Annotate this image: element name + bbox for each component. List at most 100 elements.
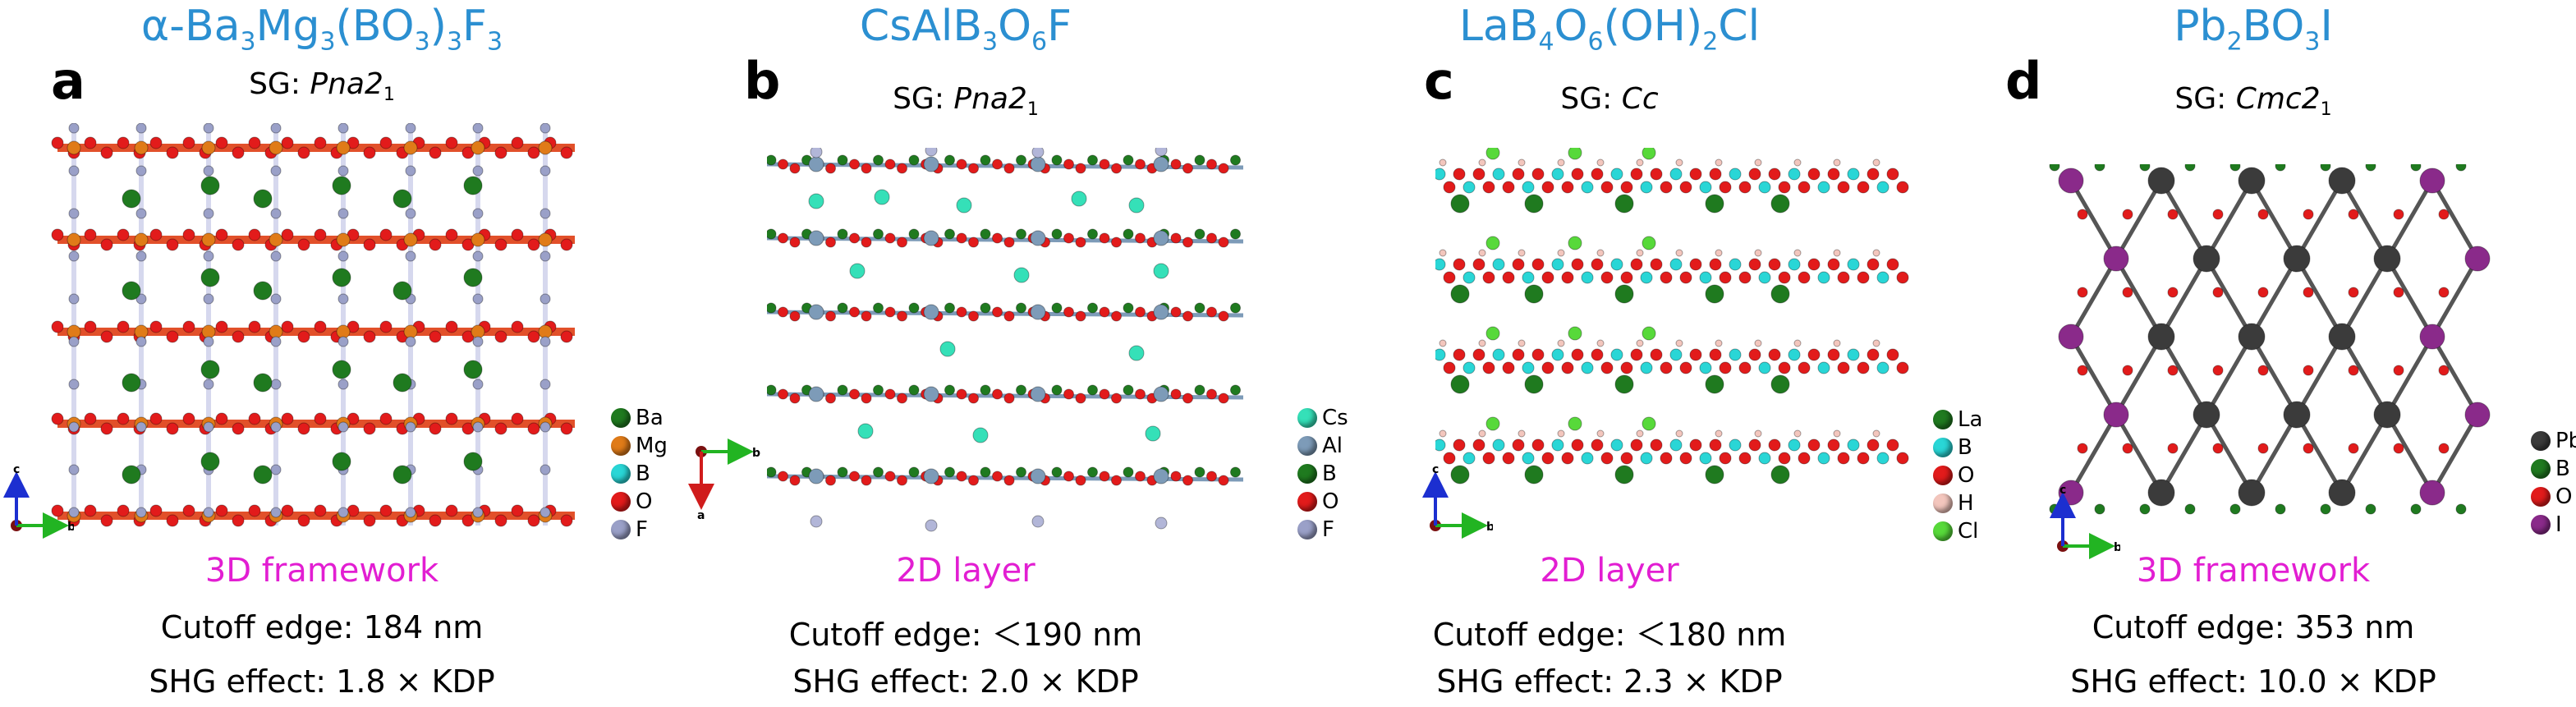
panel-letter: c (1424, 51, 1454, 111)
atom (1705, 465, 1724, 484)
atom (1872, 158, 1880, 167)
bond (2069, 335, 2119, 416)
atom (463, 360, 483, 379)
atom (1512, 168, 1525, 181)
atom (2283, 401, 2311, 429)
atom (166, 422, 179, 435)
atom (1709, 168, 1722, 181)
atom (203, 379, 214, 390)
atom (1817, 271, 1830, 284)
atom (2049, 164, 2060, 172)
atom (1153, 230, 1169, 246)
atom (837, 154, 848, 166)
atom (849, 232, 860, 244)
atom (1748, 348, 1761, 361)
atom (1596, 249, 1605, 257)
atom (1051, 466, 1063, 478)
atom (472, 123, 484, 134)
atom (1738, 361, 1752, 374)
atom (1754, 429, 1762, 438)
atom (1758, 181, 1771, 194)
atom (2257, 209, 2269, 220)
atom (67, 232, 81, 247)
atom (1847, 258, 1860, 271)
atom (1099, 388, 1110, 400)
legend-item: O (2531, 483, 2576, 511)
atom (1030, 386, 1046, 402)
atom (1439, 429, 1447, 438)
atom (1524, 284, 1544, 304)
atom (1182, 310, 1193, 322)
atom (857, 423, 874, 439)
atom (379, 412, 393, 425)
atom (767, 154, 777, 166)
atom (1541, 361, 1554, 374)
atom (1847, 168, 1860, 181)
atom (2147, 479, 2175, 507)
atom (1748, 258, 1761, 271)
atom (2147, 167, 2175, 195)
atom (84, 320, 97, 333)
dimensionality-label: 3D framework (2136, 552, 2371, 590)
atom (1522, 271, 1535, 284)
atom (2122, 365, 2133, 376)
atom (884, 471, 896, 482)
atom (1689, 438, 1702, 452)
atom (429, 146, 442, 159)
atom (149, 320, 163, 333)
atom (1827, 438, 1840, 452)
atom (405, 421, 416, 433)
atom (2348, 365, 2359, 376)
atom (203, 250, 214, 262)
atom (1857, 361, 1870, 374)
atom (511, 504, 524, 517)
atom (314, 504, 327, 517)
atom (1571, 168, 1584, 181)
atom (2365, 164, 2376, 172)
atom (117, 136, 130, 149)
atom (2167, 287, 2179, 298)
atom (1738, 452, 1752, 465)
atom-swatch-icon (1297, 464, 1317, 484)
atom (68, 123, 80, 134)
atom-swatch-icon (611, 492, 631, 512)
atom (1642, 148, 1656, 160)
atom (1485, 236, 1500, 250)
atom (472, 165, 484, 177)
atom (968, 475, 979, 486)
atom (379, 320, 393, 333)
atom (1551, 168, 1564, 181)
atom (182, 228, 195, 241)
atom (1435, 348, 1446, 361)
atom (1886, 258, 1899, 271)
atom (429, 422, 442, 435)
atom (2238, 323, 2266, 351)
atom (403, 232, 418, 247)
atom (232, 330, 245, 343)
atom (923, 386, 939, 402)
atom (1729, 258, 1742, 271)
atom (2320, 164, 2331, 172)
atom (1571, 438, 1584, 452)
atom (980, 302, 991, 314)
atom (1531, 258, 1545, 271)
atom (789, 393, 801, 404)
atom (2103, 402, 2129, 428)
atom (1650, 168, 1663, 181)
atom (429, 330, 442, 343)
atom (1099, 471, 1110, 482)
atom (1453, 438, 1466, 452)
atom (270, 421, 282, 433)
atom (494, 238, 507, 251)
atom (778, 471, 788, 482)
axis-label-b: b (67, 521, 74, 534)
atom (1561, 452, 1574, 465)
atom (2328, 323, 2356, 351)
bond (2294, 335, 2344, 416)
legend-item: Al (1297, 432, 1348, 460)
atom (1788, 168, 1801, 181)
atom (1798, 181, 1811, 194)
atom (405, 336, 416, 347)
